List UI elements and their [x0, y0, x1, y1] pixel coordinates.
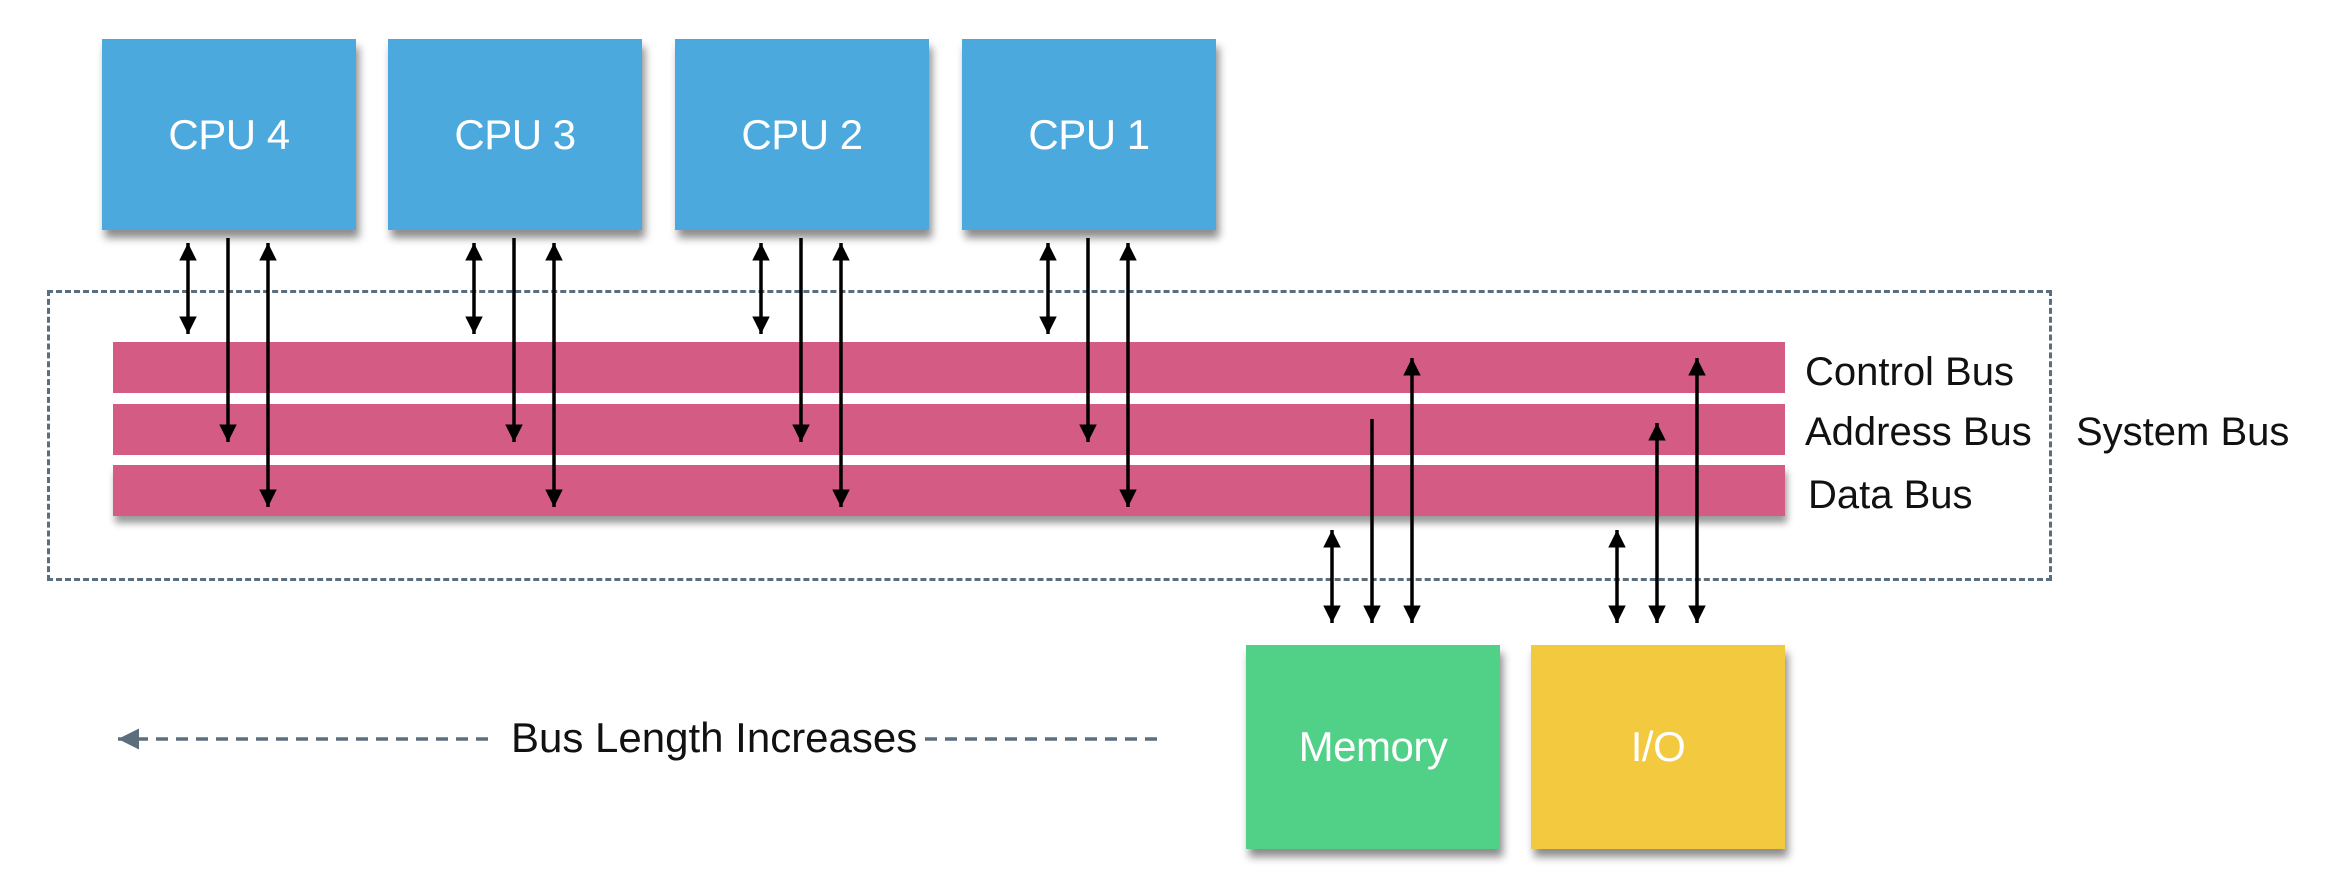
data-bus-bar: [113, 465, 1785, 516]
memory-label: Memory: [1298, 723, 1448, 770]
address-bus-bar: [113, 404, 1785, 455]
io-box: I/O: [1531, 645, 1785, 849]
memory-box: Memory: [1246, 645, 1500, 849]
bus-length-label: Bus Length Increases: [511, 714, 918, 761]
data-bus-label: Data Bus: [1808, 473, 1973, 517]
io-label: I/O: [1630, 723, 1686, 770]
cpu-3-label: CPU 3: [454, 110, 576, 158]
address-bus-label: Address Bus: [1805, 410, 2032, 454]
control-bus-label: Control Bus: [1805, 350, 2014, 394]
cpu-4-label: CPU 4: [168, 110, 290, 158]
cpu-3-box: CPU 3: [388, 39, 642, 230]
cpu-1-box: CPU 1: [962, 39, 1216, 230]
control-bus-bar: [113, 342, 1785, 393]
system-bus-label: System Bus: [2076, 410, 2290, 454]
cpu-4-box: CPU 4: [102, 39, 356, 230]
cpu-2-box: CPU 2: [675, 39, 929, 230]
cpu-1-label: CPU 1: [1028, 110, 1150, 158]
cpu-2-label: CPU 2: [741, 110, 863, 158]
